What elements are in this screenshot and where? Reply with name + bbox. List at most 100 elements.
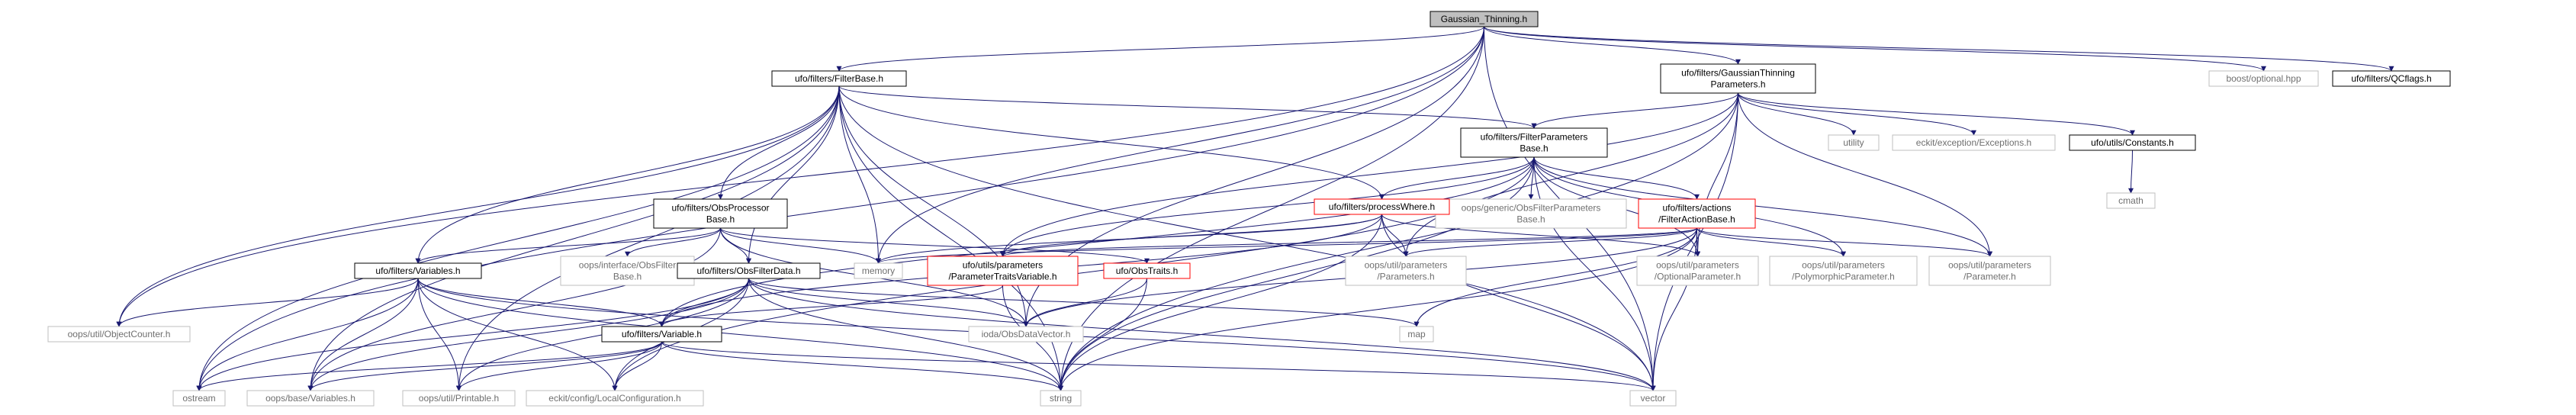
node-oopsvars: oops/base/Variables.h [246, 390, 375, 407]
node-box [2106, 192, 2156, 209]
node-cmath: cmath [2106, 192, 2156, 209]
node-processwhere[interactable]: ufo/filters/processWhere.h [1314, 198, 1450, 215]
node-box [677, 262, 821, 279]
node-label: oops/util/Printable.h [419, 393, 499, 404]
node-label: oops/util/parameters [1948, 260, 2031, 271]
edge-variable-to-oopsvars [307, 341, 662, 391]
node-box [1660, 63, 1816, 94]
node-label: Base.h [1516, 214, 1545, 225]
node-label: Gaussian_Thinning.h [1441, 14, 1527, 24]
edge-variables-to-localconf [417, 278, 618, 391]
edge-obsfilterdata-to-string [748, 278, 1063, 391]
edge-filterbase-to-obsfilterdata [746, 85, 840, 264]
node-label: oops/generic/ObsFilterParameters [1462, 203, 1601, 214]
node-label: ufo/filters/ObsProcessor [671, 203, 769, 214]
node-box [1460, 127, 1608, 158]
node-variable[interactable]: ufo/filters/Variable.h [601, 326, 722, 343]
edge-filteraction-to-parameters [1403, 227, 1697, 257]
edge-obsproc-to-memory [720, 227, 881, 264]
edge-gtparams-to-param [1738, 92, 1992, 257]
node-label: memory [862, 265, 895, 276]
edge-fpbase-to-filteraction [1533, 156, 1700, 200]
node-box [560, 256, 695, 286]
node-box [653, 198, 788, 229]
edge-variables-to-objcounter [116, 278, 419, 327]
node-label: ufo/filters/QCflags.h [2351, 73, 2431, 84]
node-label: ufo/utils/parameters [963, 260, 1043, 271]
node-ostream: ostream [172, 390, 226, 407]
node-label: /PolymorphicParameter.h [1792, 272, 1895, 282]
edge-variable-to-printable [456, 341, 662, 391]
node-label: ufo/filters/FilterBase.h [795, 73, 883, 84]
edge-obstraits-to-string [1058, 278, 1147, 391]
node-label: utility [1843, 137, 1864, 148]
node-box [1638, 198, 1756, 229]
node-label: ufo/filters/Variable.h [622, 329, 702, 339]
node-box [2332, 70, 2451, 87]
edge-ptv-to-variable [659, 285, 1003, 327]
edge-obsproc-to-oopsvars [307, 227, 721, 391]
edge-filterbase-to-objcounter [116, 85, 840, 327]
node-box [354, 262, 482, 279]
edge-gaussian-to-memory [876, 26, 1484, 264]
node-box [1103, 262, 1191, 279]
edge-variable-to-localconf [612, 341, 662, 391]
edge-variables-to-variable [417, 278, 664, 327]
edge-filterbase-to-iodaobs [838, 85, 1029, 327]
edge-filterbase-to-obsproc [718, 85, 840, 200]
edge-obsproc-to-obstraits [720, 227, 1150, 264]
node-label: Base.h [613, 272, 642, 282]
edge-variables-to-ostream [196, 278, 419, 391]
node-obsfilterdata[interactable]: ufo/filters/ObsFilterData.h [677, 262, 821, 279]
edge-filterbase-to-printable [456, 85, 840, 391]
node-gaussian[interactable]: Gaussian_Thinning.h [1430, 11, 1539, 27]
node-box [1636, 256, 1759, 286]
node-label: oops/interface/ObsFilter [579, 260, 676, 271]
node-label: eckit/exception/Exceptions.h [1916, 137, 2031, 148]
node-box [526, 390, 704, 407]
node-label: ufo/filters/processWhere.h [1329, 201, 1435, 212]
node-filteraction[interactable]: ufo/filters/actions/FilterActionBase.h [1638, 198, 1756, 229]
edge-gaussian-to-objcounter [116, 26, 1484, 327]
node-printable: oops/util/Printable.h [402, 390, 516, 407]
edge-gtparams-to-fpbase [1531, 92, 1738, 129]
node-utility: utility [1828, 134, 1880, 151]
node-ptv[interactable]: ufo/utils/parameters/ParameterTraitsVari… [927, 256, 1079, 286]
node-eckitexc: eckit/exception/Exceptions.h [1892, 134, 2056, 151]
node-box [1769, 256, 1918, 286]
edge-processwhere-to-string [1058, 214, 1382, 391]
edge-obsfilterdata-to-oopsvars [307, 278, 749, 391]
node-label: Base.h [1520, 143, 1548, 154]
edge-filterbase-to-oopsvars [307, 85, 840, 391]
node-box [172, 390, 226, 407]
node-obstraits[interactable]: ufo/ObsTraits.h [1103, 262, 1191, 279]
node-box [47, 326, 191, 343]
node-filterbase[interactable]: ufo/filters/FilterBase.h [771, 70, 907, 87]
edge-variable-to-ostream [196, 341, 662, 391]
node-vector: vector [1629, 390, 1677, 407]
node-label: boost/optional.hpp [2226, 73, 2301, 84]
edges-layer [116, 26, 2394, 391]
node-param: oops/util/parameters/Parameter.h [1928, 256, 2051, 286]
edge-obsproc-to-variables [415, 227, 721, 264]
node-label: ufo/filters/GaussianThinning [1681, 68, 1795, 79]
edge-filterbase-to-memory [838, 85, 881, 264]
node-variables[interactable]: ufo/filters/Variables.h [354, 262, 482, 279]
node-label: Base.h [706, 214, 735, 225]
edge-gtparams-to-eckitexc [1738, 92, 1976, 136]
edge-gaussian-to-filterbase [836, 26, 1484, 72]
node-constants[interactable]: ufo/utils/Constants.h [2069, 134, 2196, 151]
edge-obsproc-to-oopsinterface [625, 227, 721, 257]
edge-variables-to-string [417, 278, 1063, 391]
node-label: vector [1641, 393, 1666, 404]
node-label: /Parameter.h [1963, 272, 2016, 282]
node-box [1828, 134, 1880, 151]
edge-gtparams-to-vector [1650, 92, 1738, 391]
node-qcflags[interactable]: ufo/filters/QCflags.h [2332, 70, 2451, 87]
edge-filterbase-to-ostream [196, 85, 840, 391]
